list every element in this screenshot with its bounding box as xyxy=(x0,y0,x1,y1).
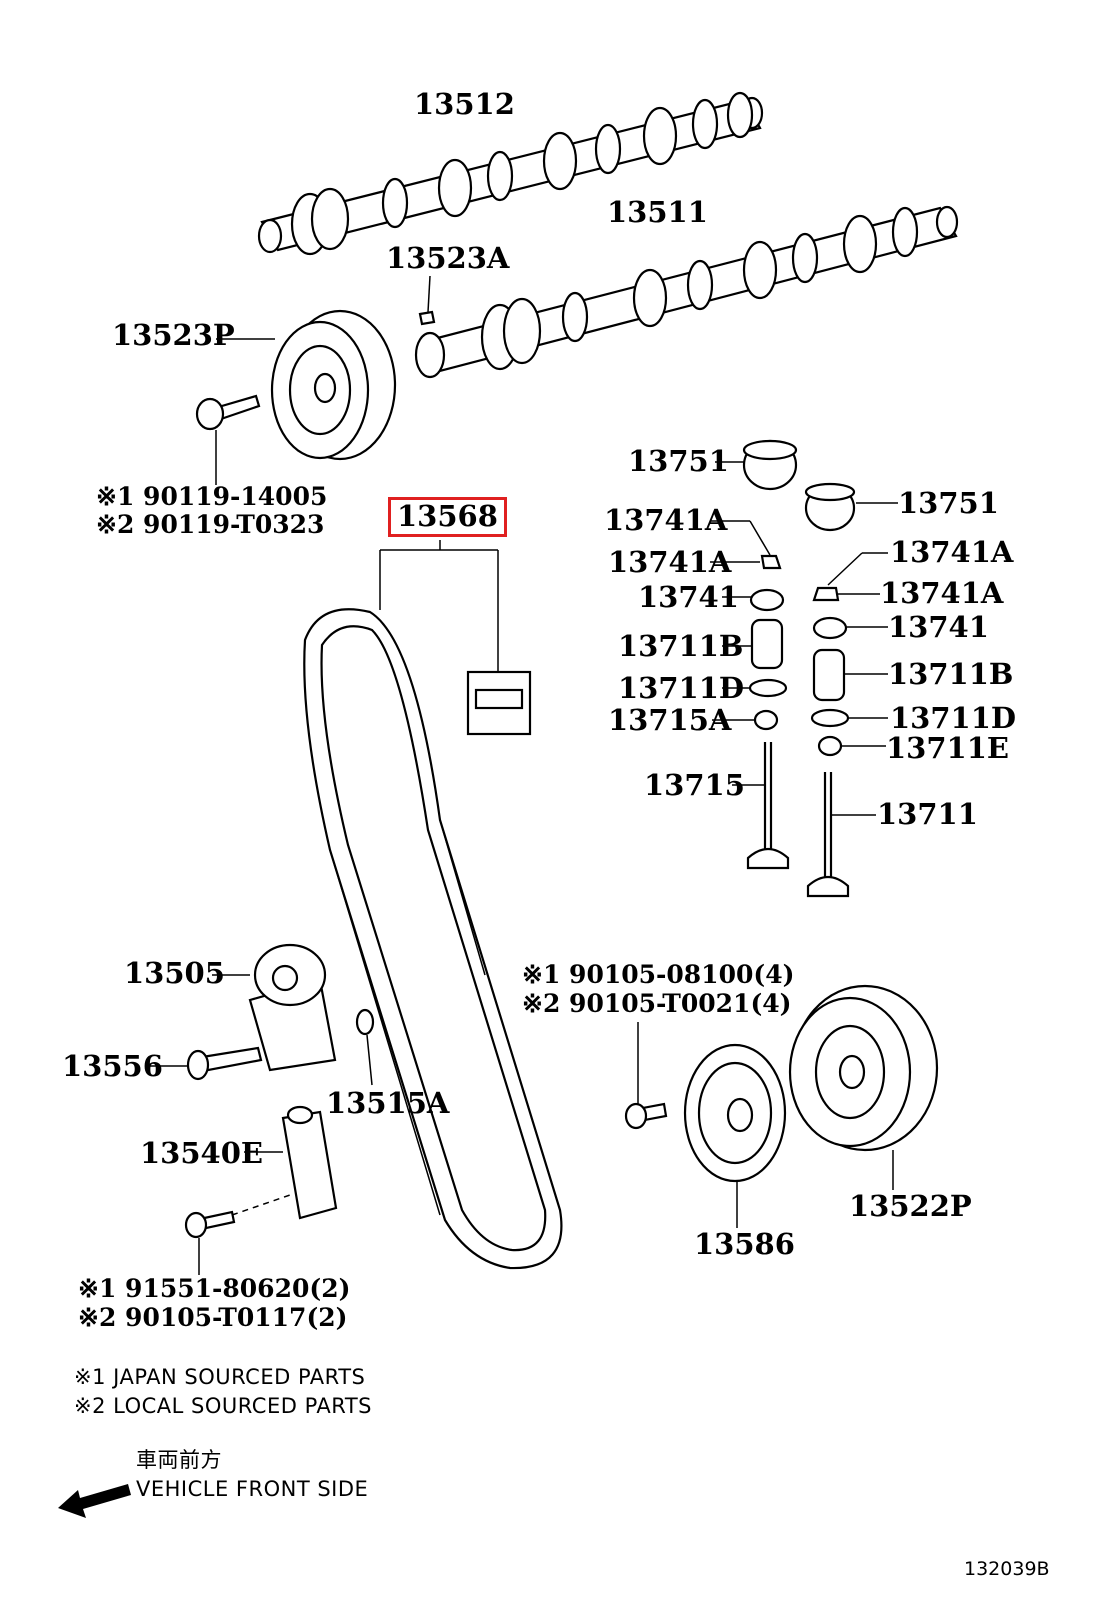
legend-japan-sourced: ※1 JAPAN SOURCED PARTS xyxy=(74,1365,366,1389)
direction-label-en: VEHICLE FRONT SIDE xyxy=(136,1477,369,1501)
crankshaft-timing-pulley-drawing[interactable] xyxy=(788,984,939,1152)
label-tensioner: 13540E xyxy=(140,1136,263,1170)
camshaft-pulley-drawing[interactable] xyxy=(270,309,397,461)
idler-bolt-drawing[interactable] xyxy=(186,1046,263,1081)
label-keeper-right-1: 13741A xyxy=(890,535,1014,569)
label-retainer-right: 13741 xyxy=(888,610,989,644)
idler-pulley-drawing[interactable] xyxy=(248,943,337,1072)
label-keeper-left-2: 13741A xyxy=(608,545,732,579)
valve-parts-left[interactable] xyxy=(710,439,798,870)
label-camshaft-intake: 13511 xyxy=(607,195,708,229)
label-valve-lifter-left: 13751 xyxy=(628,444,729,478)
label-intake-valve: 13711 xyxy=(877,797,978,831)
label-crankshaft-timing-pulley: 13522P xyxy=(849,1189,972,1223)
label-valve-lifter-right: 13751 xyxy=(898,486,999,520)
label-seat-right: 13711D xyxy=(890,701,1017,735)
label-pulley-bolt-note-2: ※2 90105-T0021(4) xyxy=(522,989,792,1018)
label-pulley-bolt-note-1: ※1 90105-08100(4) xyxy=(522,960,795,989)
label-bolt-note-4: ※2 90105-T0117(2) xyxy=(78,1303,348,1332)
label-bolt-note-1: ※1 90119-14005 xyxy=(96,482,328,511)
crank-pulley-drawing[interactable] xyxy=(683,1043,787,1183)
label-camshaft-exhaust: 13512 xyxy=(414,87,515,121)
label-spring-right: 13711B xyxy=(888,657,1014,691)
label-timing-belt-highlighted[interactable]: 13568 xyxy=(388,497,507,537)
camshaft-intake-drawing[interactable] xyxy=(414,205,959,379)
label-crank-pulley: 13586 xyxy=(694,1227,795,1261)
figure-id: 132039B xyxy=(964,1558,1050,1580)
tensioner-bolt-drawing[interactable] xyxy=(184,1210,236,1239)
label-retainer-left: 13741 xyxy=(638,580,739,614)
direction-arrow xyxy=(58,1484,131,1518)
legend-local-sourced: ※2 LOCAL SOURCED PARTS xyxy=(74,1394,372,1418)
label-spring-left: 13711B xyxy=(618,629,744,663)
label-camshaft-pulley: 13523P xyxy=(112,318,235,352)
label-knock-pin: 13523A xyxy=(386,241,510,275)
label-bolt-note-3: ※1 91551-80620(2) xyxy=(78,1274,351,1303)
camshaft-exhaust-drawing[interactable] xyxy=(257,91,764,256)
direction-label-jp: 車両前方 xyxy=(136,1448,222,1472)
label-washer: 13515A xyxy=(326,1086,450,1120)
pulley-bolt-drawing[interactable] xyxy=(195,394,261,431)
valve-parts-right[interactable] xyxy=(804,482,898,898)
label-keeper-left-1: 13741A xyxy=(604,503,728,537)
knock-pin-drawing[interactable] xyxy=(418,310,436,326)
label-oil-seal-right: 13711E xyxy=(886,731,1009,765)
crank-bolt-drawing[interactable] xyxy=(624,1102,668,1130)
label-oil-seal-left: 13715A xyxy=(608,703,732,737)
tensioner-drawing[interactable] xyxy=(281,1105,338,1220)
label-exhaust-valve: 13715 xyxy=(644,768,745,802)
label-bolt-note-2: ※2 90119-T0323 xyxy=(96,510,325,539)
label-idler-pulley: 13505 xyxy=(124,956,225,990)
timing-belt-drawing[interactable] xyxy=(303,540,563,1270)
label-keeper-right-2: 13741A xyxy=(880,576,1004,610)
washer-drawing[interactable] xyxy=(355,1008,375,1036)
label-idler-bolt: 13556 xyxy=(62,1049,163,1083)
label-seat-left: 13711D xyxy=(618,671,745,705)
